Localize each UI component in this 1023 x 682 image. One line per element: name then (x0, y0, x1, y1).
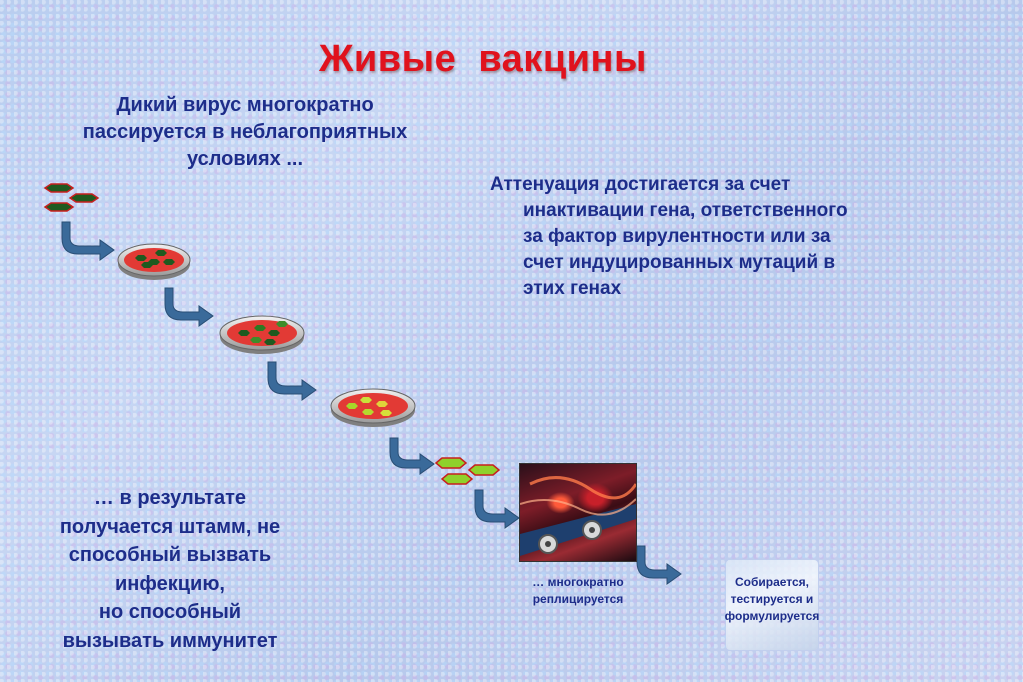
attenuated-virus-icon (434, 457, 501, 485)
result-text: … в результате получается штамм, не спос… (30, 484, 310, 655)
attenuation-text: Аттенуация достигается за счет инактивац… (490, 172, 930, 302)
intro-text: Дикий вирус многократно пассируется в не… (40, 92, 450, 173)
result-line: получается штамм, не (59, 515, 281, 538)
attenuation-line: счет индуцированных мутаций в (523, 252, 836, 273)
arrow-icon (389, 437, 435, 475)
attenuation-line: за фактор вирулентности или за (523, 226, 831, 247)
wild-virus-icon (43, 183, 100, 212)
replicates-caption: … многократно реплицируется (508, 574, 648, 608)
bioreactor-image (519, 463, 637, 562)
caption-line: тестируется и (730, 592, 814, 606)
caption-line: реплицируется (532, 592, 624, 606)
arrow-icon (636, 545, 682, 585)
final-caption: Собирается, тестируется и формулируется (712, 574, 832, 625)
caption-line: … многократно (532, 575, 624, 589)
result-line: … в результате (93, 487, 247, 509)
rollers-icon (520, 476, 636, 556)
caption-line: формулируется (724, 609, 820, 623)
result-line: вызывать иммунитет (62, 629, 278, 652)
caption-line: Собирается, (734, 575, 810, 589)
slide-title: Живые вакцины (319, 38, 647, 80)
attenuation-line: инактивации гена, ответственного (523, 200, 848, 221)
petri-dish-icon (117, 243, 191, 280)
arrow-icon (267, 361, 317, 401)
intro-line: условиях ... (186, 148, 303, 170)
attenuation-line: Аттенуация достигается за счет (490, 174, 791, 195)
intro-line: Дикий вирус многократно (116, 94, 374, 116)
vial-image (726, 560, 818, 650)
arrow-icon (474, 489, 520, 529)
result-line: способный вызвать (68, 544, 272, 566)
result-line: но способный (98, 601, 242, 623)
attenuation-line: этих генах (523, 278, 622, 299)
arrow-icon (61, 221, 115, 261)
intro-line: пассируется в неблагоприятных (82, 121, 408, 143)
petri-dish-icon (330, 388, 416, 427)
result-line: инфекцию, (115, 572, 225, 595)
petri-dish-icon (219, 315, 305, 354)
arrow-icon (164, 287, 214, 327)
